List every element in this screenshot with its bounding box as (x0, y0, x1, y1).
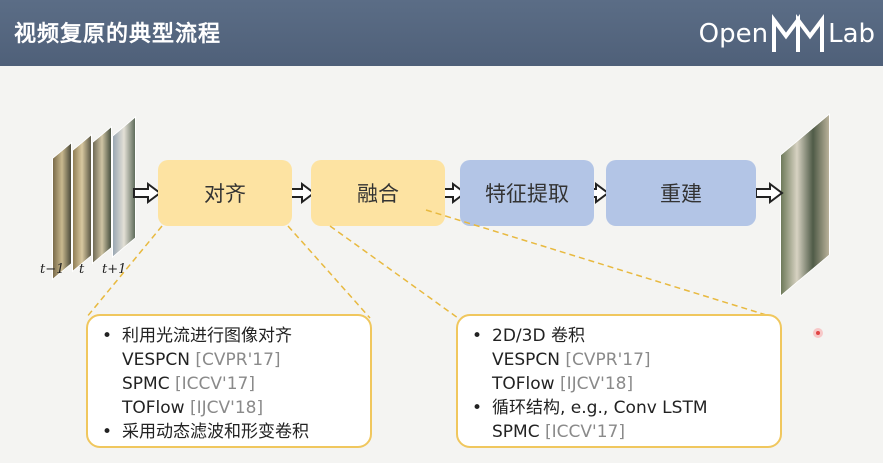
list-item: •2D/3D 卷积 (472, 326, 585, 346)
bullet-icon: • (102, 326, 113, 346)
citation: [CVPR'17] (195, 350, 281, 370)
stage-reconstruction: 重建 (606, 160, 756, 226)
list-item: SPMC [ICCV'17] (492, 422, 625, 442)
stage-label: 对齐 (204, 182, 246, 206)
bullet-icon: • (472, 326, 483, 346)
list-item: TOFlow [IJCV'18] (492, 374, 634, 394)
list-item: •采用动态滤波和形变卷积 (102, 422, 309, 442)
arrow-icon (133, 182, 162, 204)
frame-label-prev: t−1 (40, 262, 65, 277)
citation: [IJCV'18] (189, 398, 264, 418)
openmmlab-logo: Open MM Lab (699, 14, 875, 54)
list-item: VESPCN [CVPR'17] (492, 350, 651, 370)
alignment-methods-box: •利用光流进行图像对齐 VESPCN [CVPR'17] SPMC [ICCV'… (86, 314, 372, 448)
list-item: •循环结构, e.g., Conv LSTM (472, 398, 708, 418)
stage-fusion: 融合 (311, 160, 445, 226)
list-item: TOFlow [IJCV'18] (122, 398, 264, 418)
logo-suffix: Lab (828, 19, 875, 49)
bullet-icon: • (472, 398, 483, 418)
fusion-methods-box: •2D/3D 卷积 VESPCN [CVPR'17] TOFlow [IJCV'… (456, 314, 782, 448)
citation: [CVPR'17] (565, 350, 651, 370)
mm-logo-mark: MM (772, 14, 825, 52)
logo-prefix: Open (698, 19, 769, 49)
citation: [ICCV'17] (545, 422, 625, 442)
slide-title: 视频复原的典型流程 (14, 22, 222, 47)
arrow-icon (755, 182, 784, 204)
list-item: •利用光流进行图像对齐 (102, 326, 292, 346)
laser-pointer-dot (813, 328, 823, 338)
stage-feature-extraction: 特征提取 (460, 160, 594, 226)
slide-header: 视频复原的典型流程 Open MM Lab (0, 0, 883, 66)
frame-label-current: t (79, 262, 85, 277)
list-item: SPMC [ICCV'17] (122, 374, 255, 394)
citation: [IJCV'18] (559, 374, 634, 394)
bullet-icon: • (102, 422, 113, 442)
stage-label: 重建 (660, 182, 702, 206)
stage-label: 融合 (357, 182, 399, 206)
citation: [ICCV'17] (175, 374, 255, 394)
stage-alignment: 对齐 (158, 160, 292, 226)
list-item: VESPCN [CVPR'17] (122, 350, 281, 370)
stage-label: 特征提取 (485, 182, 569, 206)
frame-label-next: t+1 (102, 262, 127, 277)
